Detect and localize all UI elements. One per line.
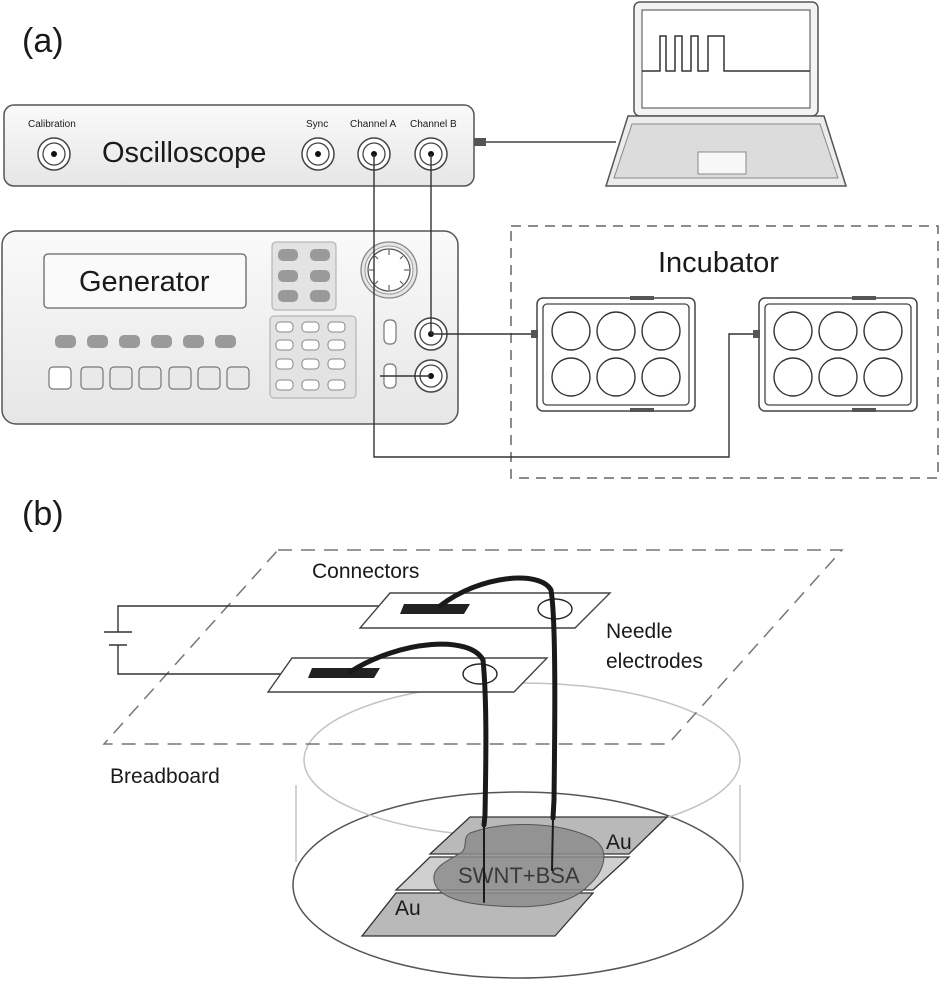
generator-display — [43, 253, 247, 309]
channel-a-label: Channel A — [350, 119, 396, 130]
needle-label-line2: electrodes — [606, 650, 703, 673]
gold-top-label: Au — [606, 831, 632, 854]
panel-b-label: (b) — [22, 495, 64, 533]
sync-port-icon — [301, 137, 335, 171]
output-toggle-1 — [383, 319, 397, 345]
panel-a-label: (a) — [22, 22, 64, 60]
numeric-keypad — [269, 315, 357, 399]
usb-connector — [474, 138, 486, 146]
menu-keypad — [271, 241, 337, 311]
channel-a-wire — [373, 154, 753, 458]
connector-2 — [266, 657, 549, 693]
oscilloscope-title: Oscilloscope — [102, 137, 266, 169]
swnt-bsa-sample — [433, 823, 605, 908]
sample-label: SWNT+BSA — [458, 863, 580, 888]
needle-label-line1: Needle — [606, 620, 673, 643]
calibration-label: Calibration — [28, 119, 76, 130]
rotary-knob-icon — [360, 241, 418, 299]
breadboard-label: Breadboard — [110, 765, 220, 788]
incubator-title: Incubator — [658, 247, 779, 279]
generator-title: Generator — [79, 266, 210, 298]
laptop-touchpad — [697, 151, 747, 175]
connectors-label: Connectors — [312, 560, 419, 583]
connector-1 — [358, 592, 612, 629]
channel-b-label: Channel B — [410, 119, 457, 130]
needle-electrodes — [347, 575, 558, 903]
incubator-boundary — [510, 225, 939, 479]
pulse-waveform — [642, 35, 810, 72]
generator: Generator — [1, 230, 459, 425]
well-plate-2 — [753, 296, 918, 412]
sync-label: Sync — [306, 119, 328, 130]
sample-stage: SWNT+BSA Au Au — [360, 816, 669, 937]
function-buttons — [55, 335, 236, 348]
oscilloscope: Calibration Sync Channel A Channel B Osc… — [3, 104, 486, 187]
soft-buttons — [48, 366, 250, 390]
breadboard-outline — [102, 549, 844, 745]
laptop-keyboard — [613, 123, 839, 179]
gold-bottom-label: Au — [395, 897, 421, 920]
well-plate-1 — [531, 296, 696, 412]
laptop — [604, 1, 848, 187]
battery-circuit — [104, 605, 408, 675]
breadboard: Breadboard — [102, 549, 844, 788]
laptop-screen — [641, 9, 811, 109]
calibration-port-icon — [37, 137, 71, 171]
wiring — [373, 154, 753, 458]
incubator: Incubator — [510, 225, 939, 479]
